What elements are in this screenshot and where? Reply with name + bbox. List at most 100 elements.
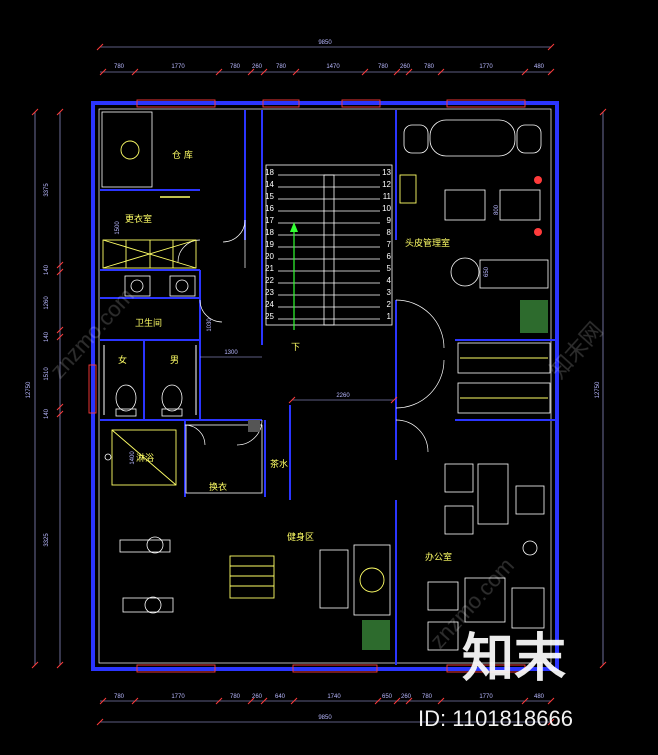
stair-number-right-11: 3 (387, 288, 392, 297)
stair-number-left-13: 25 (265, 312, 274, 321)
stair-number-left-7: 19 (265, 240, 274, 249)
doors (177, 219, 445, 453)
dim-top-seg-9: 780 (424, 64, 435, 70)
dim-left-seg-3: 1260 (44, 296, 50, 310)
top-dimensions: 9850 780 1770 780 260 780 1470 780 260 7… (96, 40, 555, 76)
dim-top-seg-6: 1470 (326, 64, 340, 70)
storage-room (101, 111, 190, 198)
dim-top-seg-7: 780 (378, 64, 389, 70)
room-scalp-label: 头皮管理室 (405, 237, 450, 249)
watermark-cn-right: 知末网 (545, 318, 608, 384)
dim-top-seg-5: 780 (276, 64, 287, 70)
stair-number-right-2: 12 (382, 180, 391, 189)
stair-arrow-icon (290, 222, 298, 232)
dim-left-seg-5: 1510 (44, 367, 50, 381)
room-tea-label: 茶水 (270, 458, 288, 470)
stair-number-left-4: 16 (265, 204, 274, 213)
stair-numbers-right: 13 12 11 10 9 8 7 6 5 4 3 2 1 (382, 168, 391, 321)
interior-dimensions: 2260 1300 1500 1030 1400 800 650 (115, 204, 500, 464)
dim-left-seg-7: 3325 (44, 533, 50, 547)
room-labels: 仓 库 更衣室 卫生间 女 男 淋浴 换衣 茶水 健身区 头皮管理室 办公室 (118, 149, 452, 563)
stair-down-label: 下 (291, 343, 300, 353)
watermark-logo: 知末 (462, 629, 566, 689)
dim-bottom-seg-10: 1770 (479, 694, 493, 700)
dim-left-seg-1: 3375 (44, 183, 50, 197)
scalp-room-furniture (399, 119, 549, 333)
dim-bottom-seg-7: 650 (382, 694, 393, 700)
office-furniture (427, 463, 545, 651)
stair-number-left-11: 23 (265, 288, 274, 297)
dim-left-seg-2: 140 (44, 264, 50, 275)
stair-number-right-5: 9 (387, 216, 392, 225)
dim-bottom-seg-9: 780 (422, 694, 433, 700)
stair-number-left-9: 21 (265, 264, 274, 273)
dim-top-seg-8: 260 (400, 64, 411, 70)
stair-number-left-2: 14 (265, 180, 274, 189)
room-office-label: 办公室 (425, 551, 452, 563)
toilets (103, 345, 197, 417)
stair-number-left-1: 18 (265, 168, 274, 177)
dim-bottom-seg-11: 480 (534, 694, 545, 700)
dim-left-total: 12750 (26, 381, 32, 398)
dim-bottom-total: 9850 (318, 715, 332, 721)
dim-top-seg-10: 1770 (479, 64, 493, 70)
dim-2260: 2260 (336, 393, 350, 399)
stair-number-left-3: 15 (265, 192, 274, 201)
room-female-label: 女 (118, 354, 127, 366)
stair-number-right-4: 10 (382, 204, 391, 213)
dim-1300: 1300 (224, 350, 238, 356)
left-dimensions: 3375 140 1260 140 1510 140 3325 12750 (26, 108, 64, 669)
room-gym-label: 健身区 (287, 531, 314, 543)
room-storage-label: 仓 库 (172, 149, 193, 161)
stair-number-left-6: 18 (265, 228, 274, 237)
stair-number-right-13: 1 (387, 312, 392, 321)
dim-top-seg-3: 780 (230, 64, 241, 70)
stair-number-left-8: 20 (265, 252, 274, 261)
stair-number-left-5: 17 (265, 216, 274, 225)
windows (88, 99, 526, 673)
dim-left-seg-6: 140 (44, 408, 50, 419)
dim-top-seg-1: 780 (114, 64, 125, 70)
room-male-label: 男 (170, 355, 179, 366)
dim-left-seg-4: 140 (44, 331, 50, 342)
shelf-racks (457, 342, 551, 414)
room-changing-bottom-label: 换衣 (209, 481, 227, 493)
dim-bottom-seg-3: 780 (230, 694, 241, 700)
changing-lockers (102, 239, 197, 297)
dim-right-total: 12750 (595, 381, 601, 398)
stair-number-right-9: 5 (387, 264, 392, 273)
dim-1030: 1030 (207, 318, 213, 332)
dim-top-total: 9850 (318, 40, 332, 46)
staircase: 下 (265, 164, 393, 353)
stair-number-right-8: 6 (387, 252, 392, 261)
watermark-id: ID: 1101818666 (418, 706, 573, 731)
dim-bottom-seg-5: 640 (275, 694, 286, 700)
gym-equipment (119, 536, 391, 650)
dim-top-seg-11: 480 (534, 64, 545, 70)
dim-1500: 1500 (115, 221, 121, 235)
stair-number-right-12: 2 (387, 300, 392, 309)
dim-top-seg-2: 1770 (171, 64, 185, 70)
dim-top-seg-4: 260 (252, 64, 263, 70)
dim-1400: 1400 (130, 451, 136, 465)
tea-area (248, 420, 260, 432)
stair-number-left-10: 22 (265, 276, 274, 285)
stair-number-right-6: 8 (387, 228, 392, 237)
stair-number-right-10: 4 (387, 276, 392, 285)
stair-number-right-1: 13 (382, 168, 391, 177)
stair-number-right-3: 11 (383, 192, 392, 201)
dim-bottom-seg-2: 1770 (171, 694, 185, 700)
shower-area (104, 424, 263, 494)
dim-800: 800 (494, 204, 500, 215)
interior-walls (100, 110, 555, 665)
outer-walls (91, 101, 559, 671)
right-dimensions: 12750 (595, 108, 607, 669)
stair-number-right-7: 7 (387, 240, 392, 249)
bottom-dimensions: 780 1770 780 260 640 1740 650 260 780 17… (96, 694, 555, 726)
dim-bottom-seg-8: 260 (401, 694, 412, 700)
dim-650: 650 (484, 266, 490, 277)
room-restroom-label: 卫生间 (135, 317, 162, 329)
room-shower-label: 淋浴 (136, 452, 154, 464)
